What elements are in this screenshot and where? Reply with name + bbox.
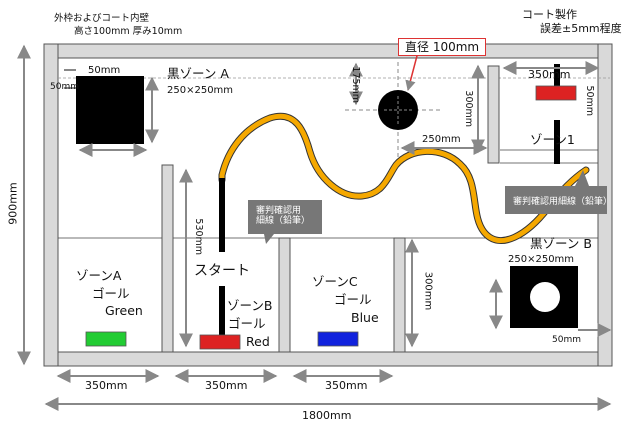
black-zone-a	[76, 76, 144, 144]
zone-c-line2: ゴール	[334, 292, 372, 307]
zone1-dim-350: 350mm	[528, 68, 571, 81]
dim-50-left: 50mm	[50, 82, 79, 92]
zone-a-line2: ゴール	[92, 286, 130, 301]
tolerance-line2: 誤差±5mm程度	[540, 22, 622, 35]
wall-note-line2: 高さ100mm 厚み10mm	[74, 26, 183, 37]
dim-50-top: 50mm	[88, 65, 121, 76]
black-zone-b-size: 250×250mm	[508, 254, 575, 265]
zone-a-line3: Green	[105, 303, 143, 318]
dimension-arrows	[17, 44, 612, 411]
black-zone-a-title: 黒ゾーン A	[167, 66, 229, 81]
dim-530: 530mm	[193, 218, 205, 256]
zone1-dim-50: 50mm	[584, 85, 596, 117]
zone1-white-patch	[554, 98, 560, 120]
dim-total-height: 900mm	[6, 182, 20, 225]
dim-175: 175mm	[350, 66, 362, 104]
black-zone-b-title: 黒ゾーン B	[530, 236, 592, 251]
referee-callout-1	[248, 200, 322, 244]
outer-wall	[43, 43, 613, 367]
tolerance-line1: コート製作	[522, 8, 577, 21]
start-label: スタート	[194, 263, 250, 279]
black-zone-b-hole	[530, 282, 560, 312]
zone-b-line1: ゾーンB	[227, 298, 273, 313]
dim-50-b: 50mm	[552, 335, 581, 345]
zone-b-line2: ゴール	[228, 316, 266, 331]
dim-300-circle: 300mm	[463, 90, 475, 128]
dim-zone-c-width: 350mm	[325, 379, 368, 392]
zone-c-line3: Blue	[351, 310, 379, 325]
referee-callout-1-text: 審判確認用 細線（鉛筆）	[256, 206, 311, 227]
zone1-red-pad	[535, 85, 577, 101]
referee-callout-2-text: 審判確認用細線（鉛筆）	[513, 197, 613, 207]
goal-blue-pad	[317, 331, 359, 347]
dim-250: 250mm	[422, 134, 461, 145]
dim-total-width: 1800mm	[302, 409, 352, 422]
goal-red-pad	[199, 334, 241, 350]
wall-note-line1: 外枠およびコート内壁	[54, 13, 150, 24]
inner-walls	[161, 65, 500, 353]
zone-c-line1: ゾーンC	[312, 274, 358, 289]
black-zone-a-size: 250×250mm	[167, 85, 234, 96]
dim-300-lower: 300mm	[422, 271, 434, 311]
goal-green-pad	[85, 331, 127, 347]
zone-a-line1: ゾーンA	[76, 268, 122, 283]
obstacle-circle	[378, 90, 418, 130]
start-white-patch	[219, 252, 225, 286]
dim-zone-a-width: 350mm	[85, 379, 128, 392]
referee-callout-2	[505, 170, 607, 214]
diameter-label: 直径 100mm	[398, 38, 487, 56]
dim-start-width: 350mm	[205, 379, 248, 392]
zone-b-line3: Red	[246, 334, 270, 349]
zone1-label: ゾーン1	[530, 132, 575, 147]
